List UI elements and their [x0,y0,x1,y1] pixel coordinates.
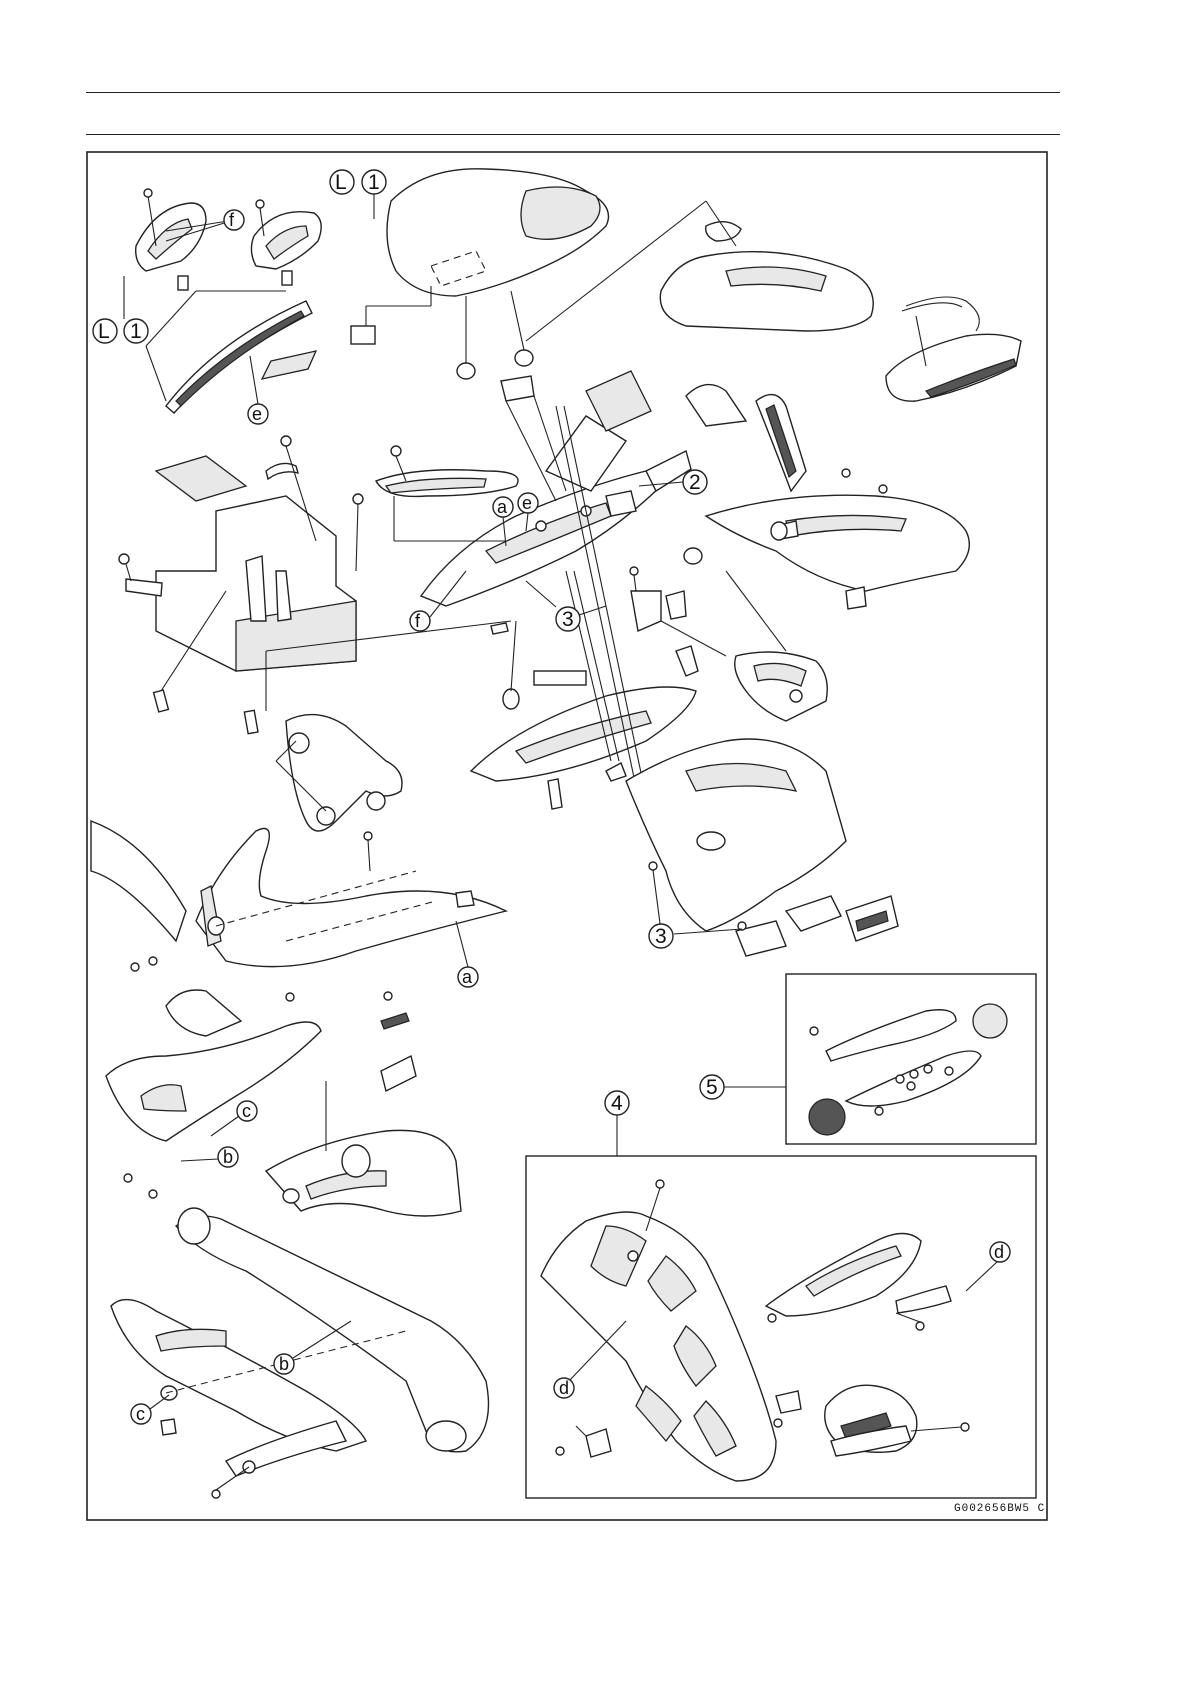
callout-letter: b [279,1354,289,1374]
rear-fender-cover [91,821,506,971]
callout-letter: a [462,967,473,987]
callout-letter-d-right: d [966,1242,1010,1291]
callout-letter-e-left: e [248,356,268,424]
callout-letter: b [223,1147,233,1167]
license-plate-bracket [809,1004,1007,1135]
upper-bracket-assembly [276,715,402,831]
callout-letter-a-lower: a [456,921,478,987]
callout-letter: a [497,497,508,517]
callout-lock-1-top: L 1 [330,170,386,219]
lock-mark-label: L [98,320,110,343]
exploded-parts-diagram: L 1 L 1 f e 2 a e [86,151,1048,1521]
callout-label: 2 [689,471,701,494]
callout-label: 4 [611,1092,623,1115]
rider-seat [351,169,609,379]
header-rule-top [86,92,1060,93]
callout-letter: e [522,493,532,513]
callout-label: 3 [655,925,667,948]
lock-mark-label: L [335,171,347,194]
seat-cowl-cover [886,297,1021,401]
callout-letter: c [136,1404,145,1424]
callout-4: 4 [605,1091,629,1156]
callout-lock-1-left: L 1 [93,276,148,343]
seat-side-cover-right [251,200,321,285]
callout-letter-d-left: d [554,1321,626,1398]
callout-label: 3 [562,608,574,631]
callout-letter: d [994,1242,1004,1262]
callout-letter-c-lower: c [131,1395,169,1424]
rear-fender-large [541,1180,801,1481]
tail-cowl-side [684,395,969,651]
tail-light-inset [766,1234,951,1331]
seat-rail-cover [376,446,518,496]
callout-letter-b-upper: b [181,1147,238,1167]
callout-label: 1 [130,320,142,343]
callout-letter: c [242,1101,251,1121]
callout-label: 5 [706,1076,718,1099]
callout-5: 5 [700,1075,786,1099]
side-trim-strip-e [146,291,316,413]
callout-letter: d [559,1378,569,1398]
clamp-bracket [630,567,726,676]
callout-letter: e [252,404,262,424]
grab-rail-bracket [735,652,828,721]
header-rule-bottom [86,134,1060,135]
battery-case [119,436,363,734]
callout-label: 1 [368,171,380,194]
rear-subframe-arm [626,739,898,956]
callout-letter-b-lower: b [274,1321,351,1374]
figure-code: G002656BW5 C [954,1503,1045,1515]
tail-light-unit [825,1385,969,1456]
